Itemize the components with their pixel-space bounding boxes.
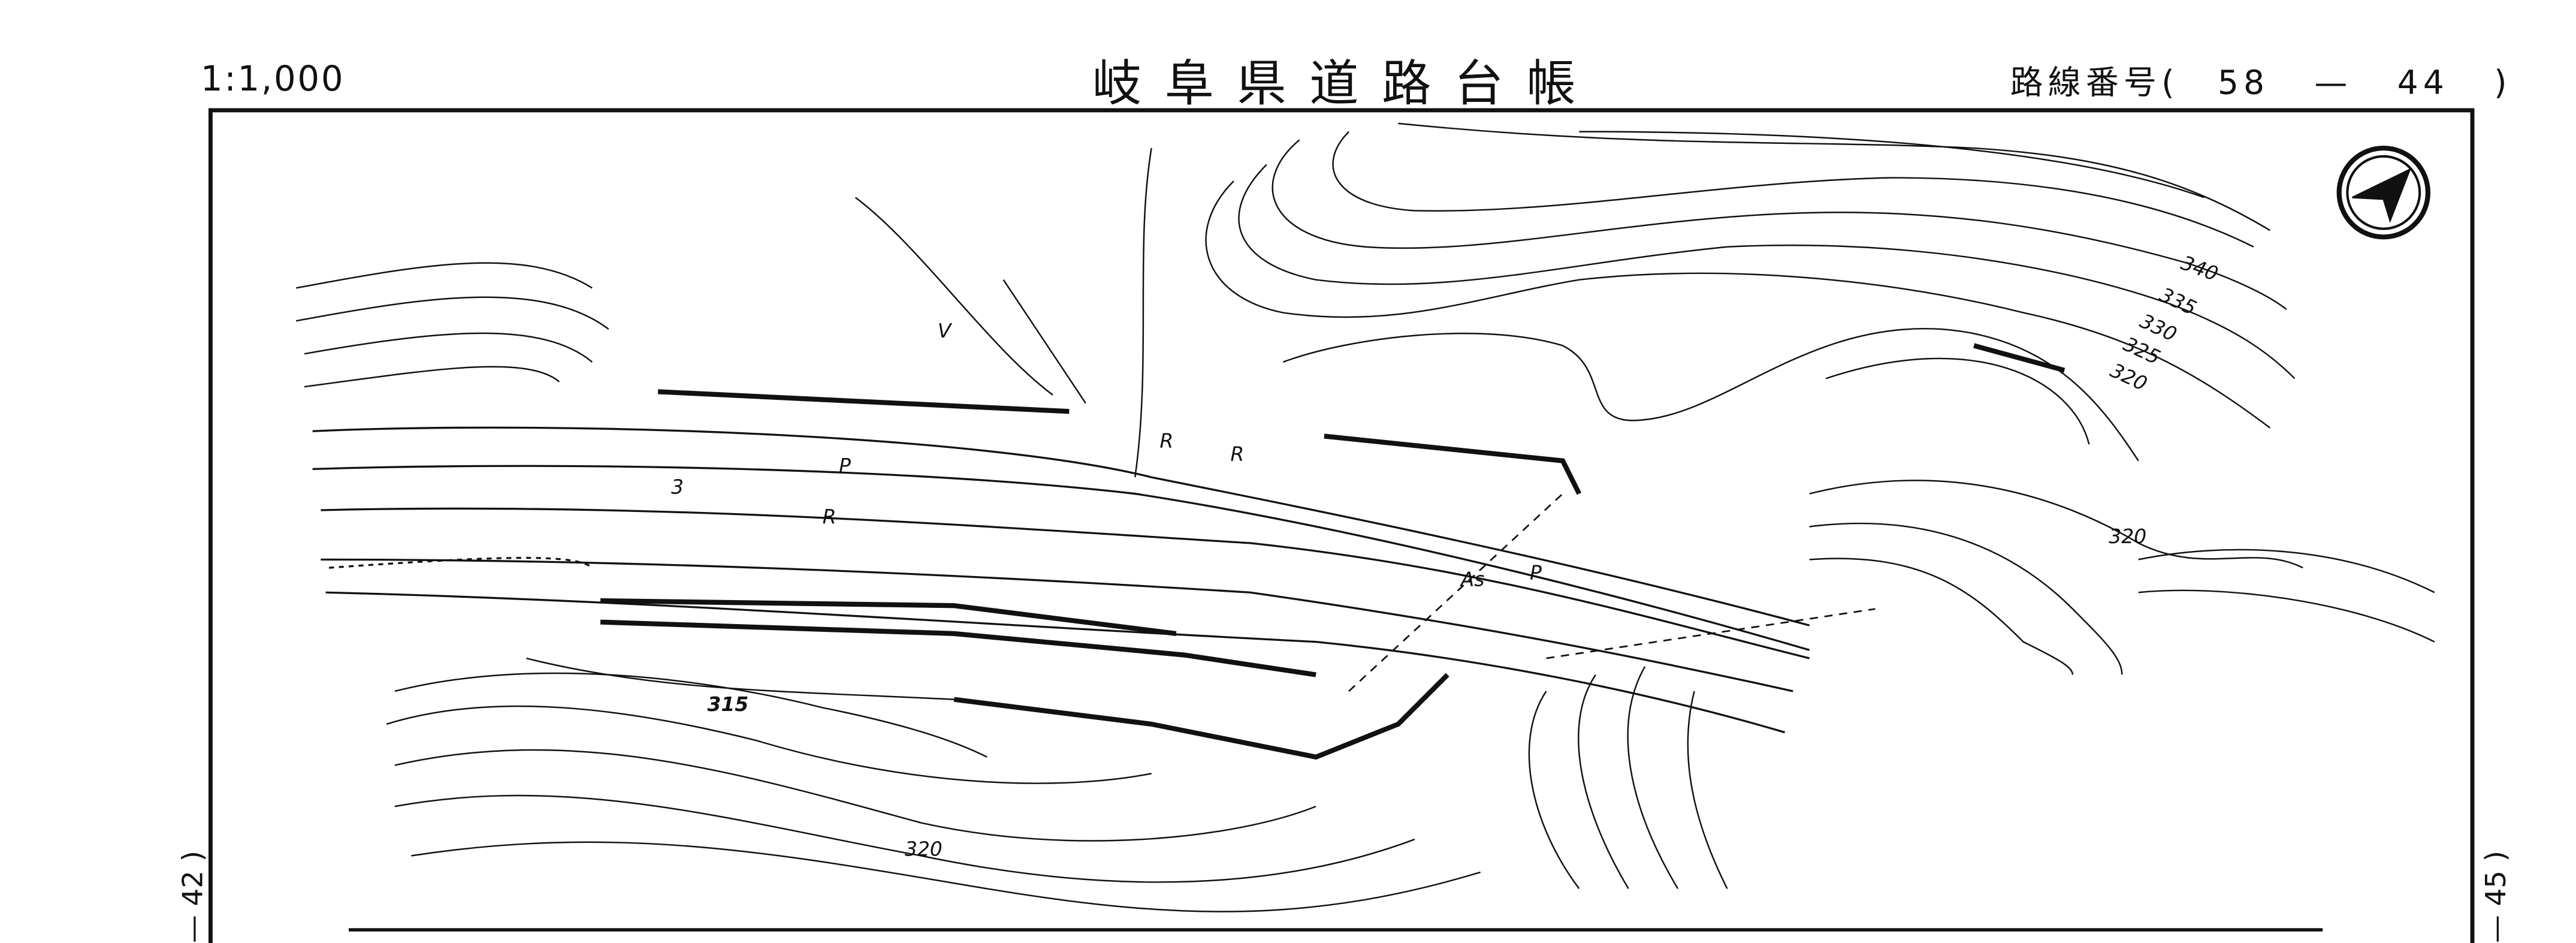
route-number: 路線番号( 58 — 44 ) (2010, 56, 2512, 104)
route-major-number: 58 (2218, 62, 2270, 103)
symbol-label: R (1230, 442, 1244, 466)
symbol-label: P (1530, 561, 1542, 584)
contour-label: 315 (707, 692, 748, 716)
contour-lines (295, 122, 2435, 912)
route-number-label: 路線番号 (2010, 62, 2162, 103)
dashed-line (1546, 608, 1876, 659)
north-arrow-icon (2336, 145, 2431, 240)
map-scale: 1:1,000 (200, 59, 345, 99)
symbol-label: R (1159, 429, 1173, 453)
route-close-paren: ) (2494, 62, 2512, 103)
contour-label: 320 (905, 837, 943, 861)
symbol-label: As (1460, 567, 1485, 590)
contour-label: 340 (2178, 251, 2221, 285)
retaining-walls (600, 343, 2065, 760)
route-minor-number: 44 (2397, 62, 2450, 103)
dashed-line (1348, 493, 1563, 692)
symbol-label: V (938, 319, 953, 342)
sheet-frame (208, 108, 2475, 943)
symbol-label: P (839, 454, 851, 477)
road (312, 426, 1810, 734)
contour-label: 320 (2109, 525, 2146, 548)
symbol-label: R (823, 505, 836, 528)
sheet-title: 岐阜県道路台帳 (1092, 56, 1599, 114)
route-open-paren: ( (2161, 62, 2179, 103)
symbol-label: 3 (671, 475, 684, 499)
route-dash: — (2314, 62, 2352, 103)
contour-label: 335 (2156, 283, 2200, 320)
